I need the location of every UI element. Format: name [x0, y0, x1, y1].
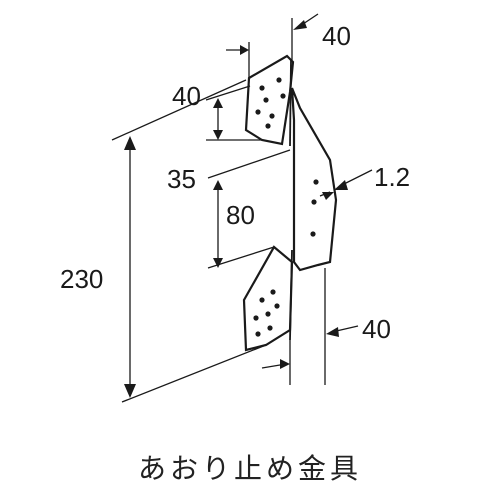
upper-flange-holes [255, 77, 286, 129]
main-plate [290, 87, 338, 272]
lower-flange-holes [253, 289, 280, 337]
upper-fold-line [289, 59, 292, 147]
diagram-caption: あおり止め金具 [137, 452, 362, 485]
dim-top-right: 40 [322, 21, 351, 51]
dim-total: 230 [60, 264, 103, 294]
lower-flange [242, 245, 294, 352]
main-plate-holes [310, 179, 319, 237]
dim-gap: 35 [167, 164, 196, 194]
upper-flange [244, 54, 295, 146]
extension-lines [111, 18, 326, 403]
dim-middle: 80 [226, 200, 255, 230]
dim-thickness: 1.2 [374, 162, 410, 192]
dim-bottom-right: 40 [362, 314, 391, 344]
bracket [242, 54, 338, 352]
dim-top-left: 40 [172, 81, 201, 111]
lower-fold-line [289, 249, 293, 341]
dimension-lines [124, 13, 373, 398]
